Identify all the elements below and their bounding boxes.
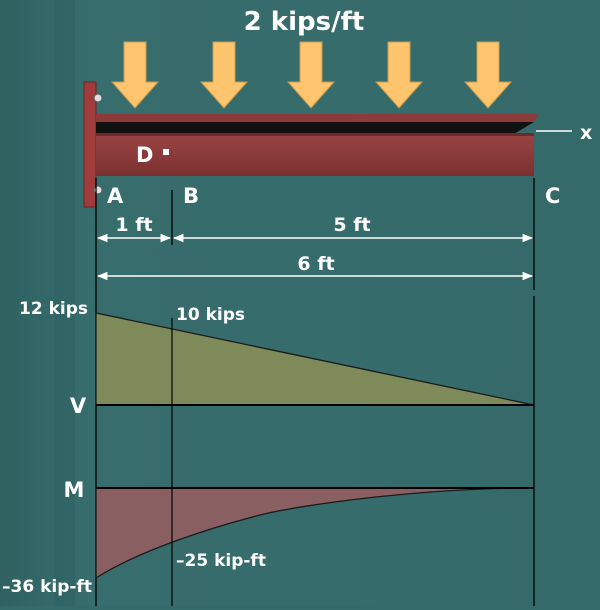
- bolt-icon: [93, 93, 103, 103]
- distributed-load-label: 2 kips/ft: [244, 7, 365, 37]
- point-b-label: B: [183, 184, 199, 208]
- point-c-label: C: [545, 184, 560, 208]
- shear-value-a-label: 12 kips: [19, 299, 88, 319]
- moment-diagram-area: [95, 487, 535, 580]
- load-arrow-icon: [110, 41, 160, 109]
- moment-value-a-label: –36 kip-ft: [2, 577, 92, 597]
- moment-value-b-label: –25 kip-ft: [176, 551, 266, 571]
- load-arrow-icon: [374, 41, 424, 109]
- dimension-ab-label: 1 ft: [115, 214, 152, 236]
- shear-value-b-label: 10 kips: [176, 305, 245, 325]
- dimension-ac-label: 6 ft: [297, 253, 334, 275]
- load-arrow-icon: [199, 41, 249, 109]
- load-arrow-icon: [463, 41, 513, 109]
- bolt-icon: [93, 185, 103, 195]
- cantilever-beam: [96, 114, 538, 176]
- point-d-label: D: [136, 143, 153, 167]
- point-d-marker: [163, 149, 169, 155]
- x-axis-label: x: [580, 122, 592, 144]
- distributed-load-arrows: [110, 41, 513, 109]
- load-arrow-icon: [286, 41, 336, 109]
- dimension-bc-label: 5 ft: [333, 214, 370, 236]
- point-a-label: A: [107, 184, 124, 208]
- moment-axis-label: M: [64, 478, 85, 502]
- shear-axis-label: V: [70, 394, 87, 418]
- background-panel-stripe: [55, 0, 75, 606]
